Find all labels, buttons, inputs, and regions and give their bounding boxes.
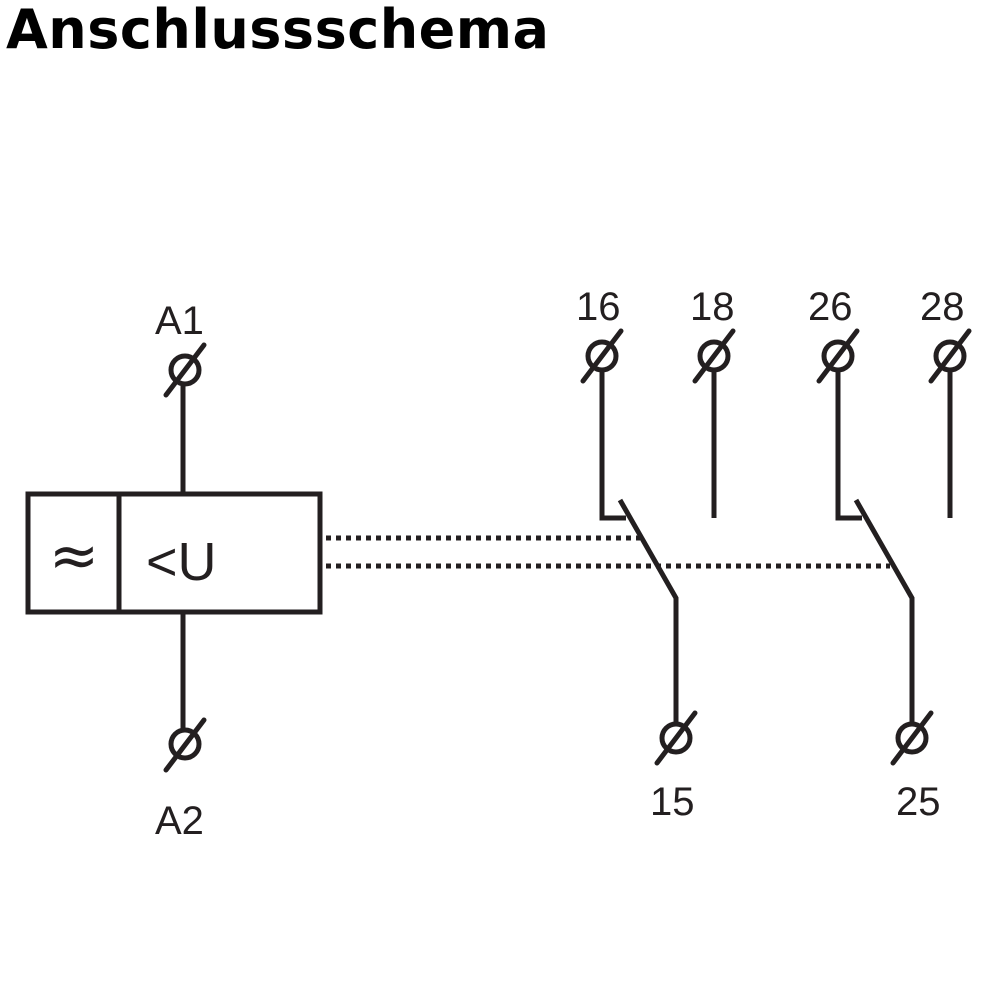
terminal-slash xyxy=(890,710,934,766)
terminal-slash xyxy=(163,342,207,398)
switch-blade-25 xyxy=(853,498,915,722)
switch-blade-15 xyxy=(617,498,679,722)
module-box xyxy=(25,491,323,615)
mechanical-linkage xyxy=(326,535,890,569)
contact-set-2: 26 28 25 xyxy=(808,285,972,824)
terminal-slash xyxy=(654,710,698,766)
terminal-18-label: 18 xyxy=(690,285,735,329)
terminal-slash xyxy=(692,328,736,384)
contact-set-1: 16 18 15 xyxy=(576,285,736,824)
terminal-a2: A2 xyxy=(155,612,207,843)
terminal-15-label: 15 xyxy=(650,780,695,824)
terminal-25-label: 25 xyxy=(896,780,941,824)
terminal-16-label: 16 xyxy=(576,285,621,329)
ac-supply-icon: ≈ xyxy=(49,521,99,591)
page-title: Anschlussschema xyxy=(6,0,550,61)
terminal-28-label: 28 xyxy=(920,285,965,329)
terminal-slash xyxy=(816,328,860,384)
terminal-screw-icon xyxy=(659,721,693,755)
function-label: <U xyxy=(146,532,217,592)
terminal-a1-label: A1 xyxy=(155,299,204,343)
terminal-26-label: 26 xyxy=(808,285,853,329)
relay-module: ≈ <U xyxy=(25,491,323,615)
nc-contact-16 xyxy=(599,370,626,521)
terminal-slash xyxy=(580,328,624,384)
terminal-slash xyxy=(928,328,972,384)
terminal-slash xyxy=(163,717,207,773)
nc-contact-26 xyxy=(835,370,862,521)
terminal-screw-icon xyxy=(168,727,202,761)
terminal-screw-icon xyxy=(895,721,929,755)
terminal-a2-label: A2 xyxy=(155,799,204,843)
terminal-a1: A1 xyxy=(155,299,207,494)
